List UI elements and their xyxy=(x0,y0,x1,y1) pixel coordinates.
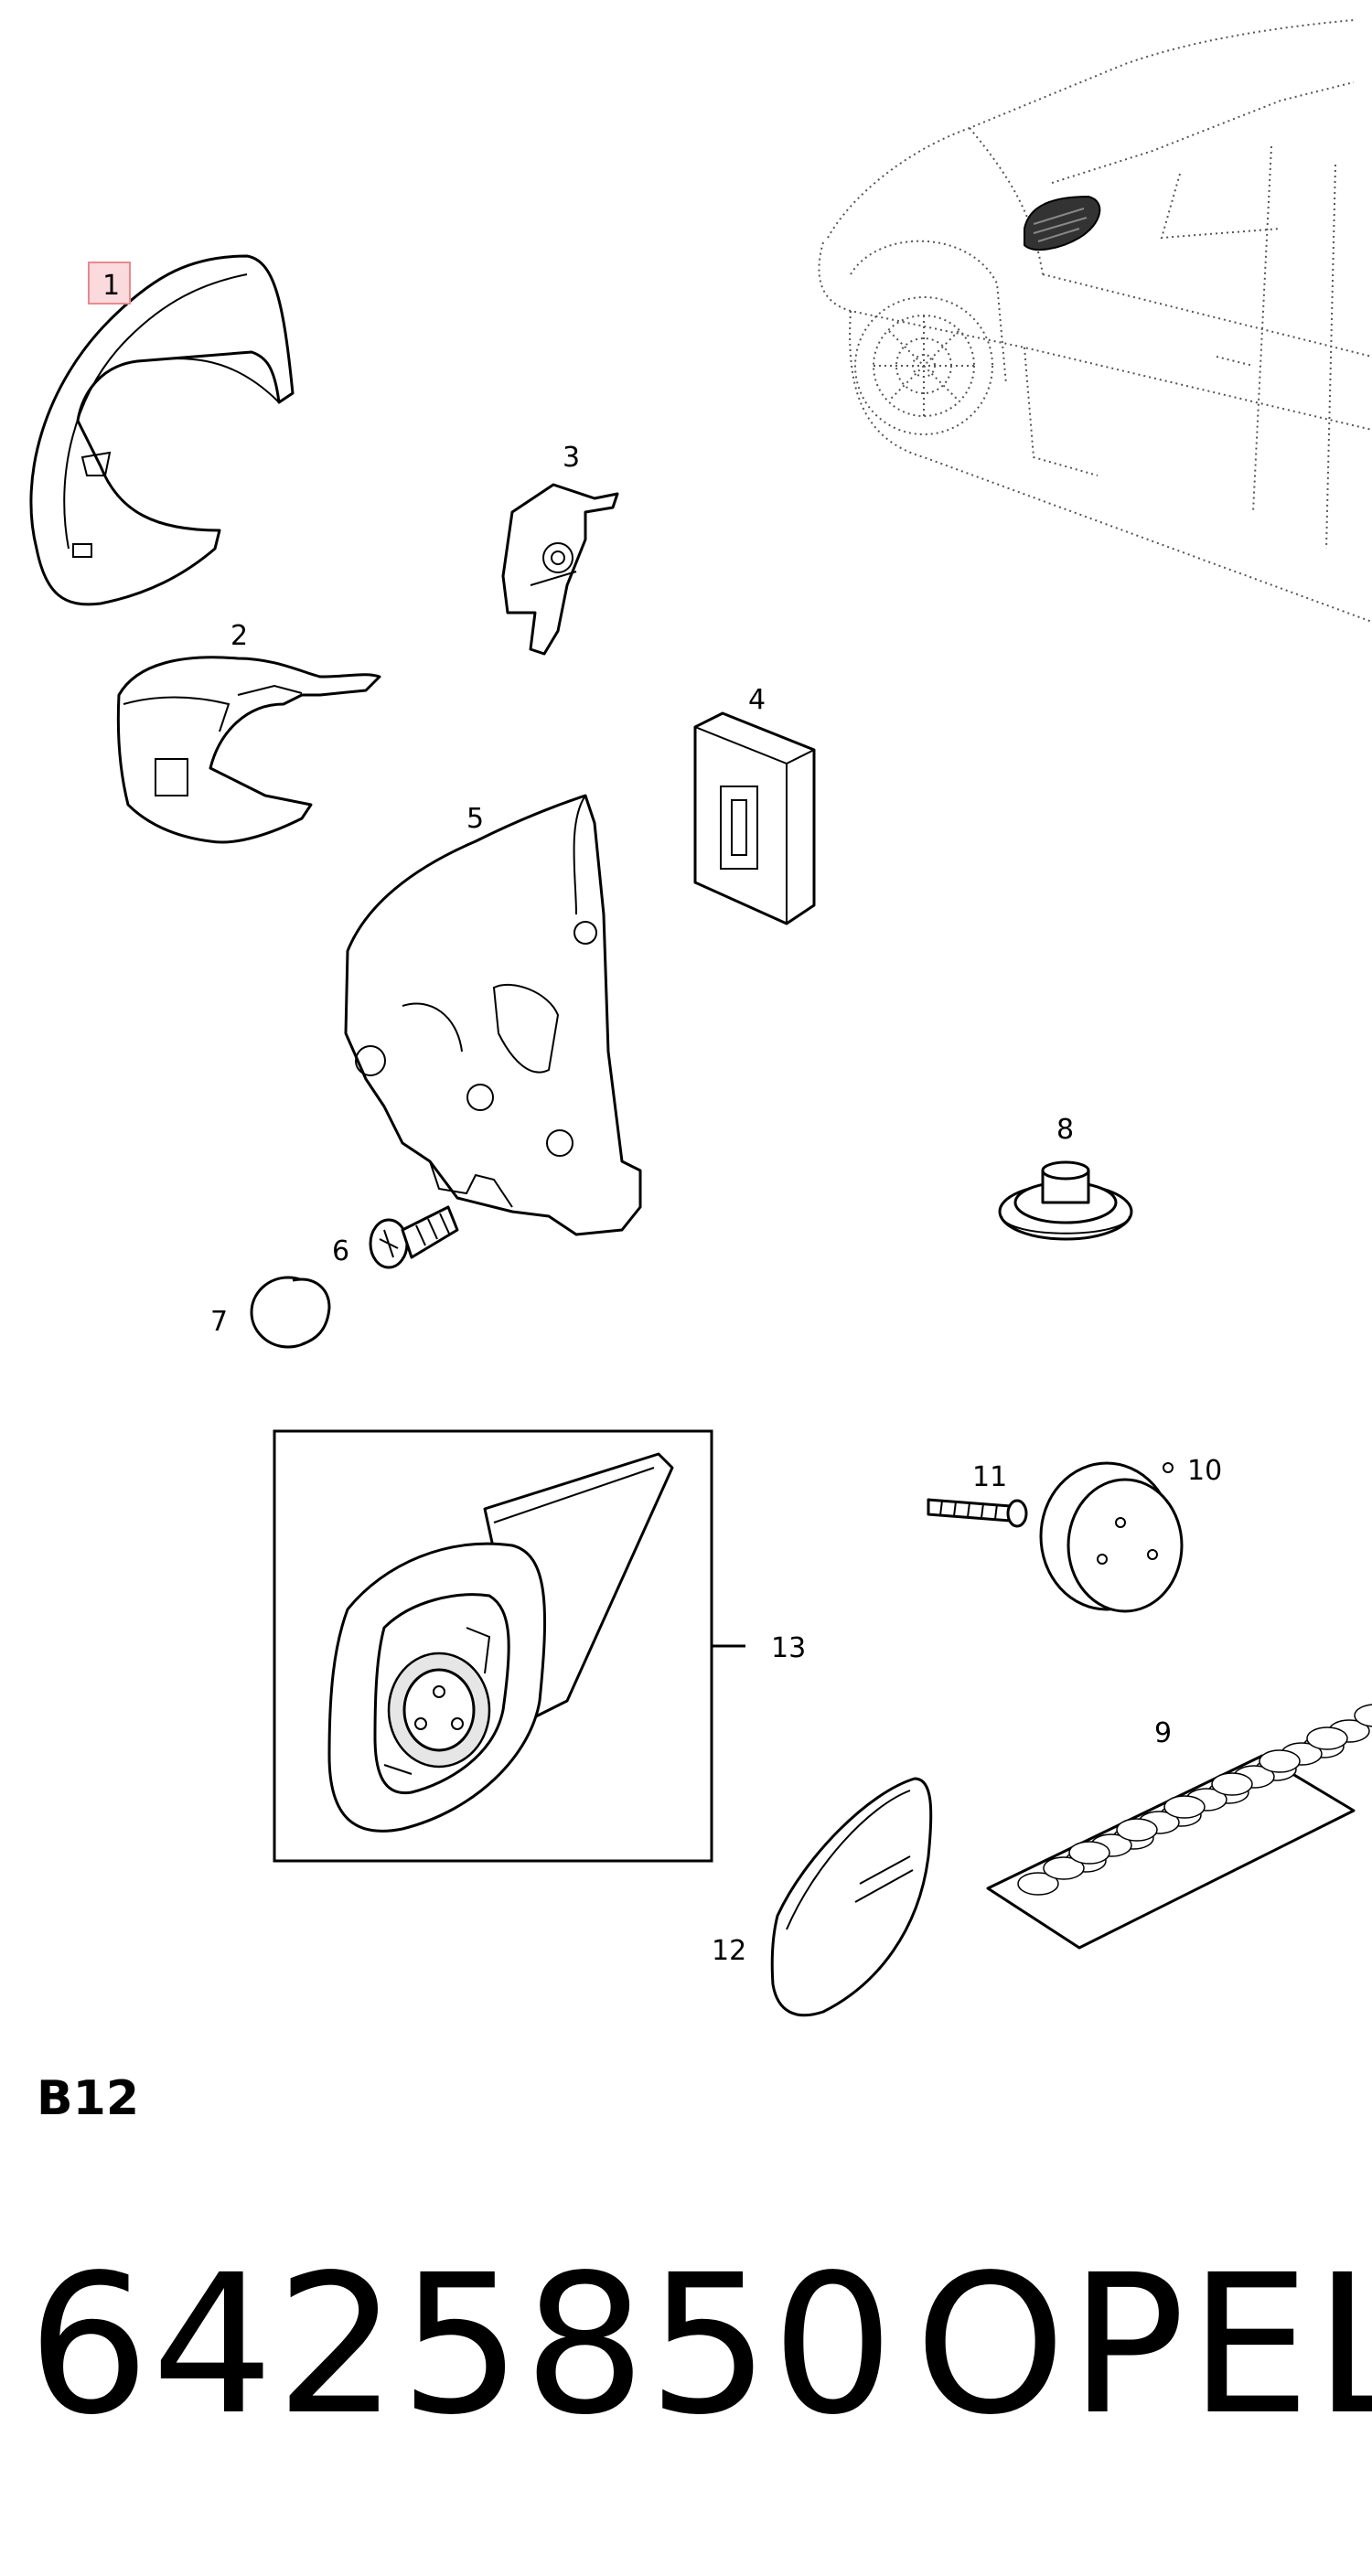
callout-10: 10 xyxy=(1187,1455,1222,1487)
adhesive-pad xyxy=(1043,1856,1085,1880)
part-13-mirror-assembly xyxy=(273,1429,745,1863)
callout-7: 7 xyxy=(210,1306,228,1338)
part-7-plug-cap xyxy=(250,1276,331,1349)
callout-2: 2 xyxy=(230,620,248,652)
callout-8: 8 xyxy=(1056,1114,1074,1146)
part-2-lower-housing xyxy=(116,656,381,844)
section-code: B12 xyxy=(37,2071,139,2126)
adhesive-pad xyxy=(1116,1818,1158,1842)
part-8-grommet xyxy=(998,1160,1133,1241)
callout-13: 13 xyxy=(771,1632,806,1664)
callout-11: 11 xyxy=(972,1461,1007,1493)
callout-9: 9 xyxy=(1154,1717,1172,1749)
adhesive-pad xyxy=(1211,1772,1253,1796)
callout-3: 3 xyxy=(563,442,580,474)
adhesive-pad xyxy=(1259,1749,1301,1773)
adhesive-pad xyxy=(1068,1841,1110,1865)
callout-5: 5 xyxy=(466,803,484,835)
callout-1: 1 xyxy=(102,270,120,302)
part-3-bracket xyxy=(501,483,619,656)
part-1-mirror-cap xyxy=(29,254,295,606)
part-5-mirror-base xyxy=(344,794,642,1236)
part-4-foam-block xyxy=(693,711,816,925)
part-number: 6425850 xyxy=(27,2233,896,2457)
callout-12: 12 xyxy=(712,1935,746,1967)
adhesive-pad xyxy=(1306,1726,1348,1750)
part-12-mirror-glass xyxy=(770,1777,933,2017)
adhesive-pad xyxy=(1163,1795,1206,1819)
car-outline xyxy=(818,19,1372,623)
part-11-screw xyxy=(927,1498,1028,1528)
callout-6: 6 xyxy=(332,1235,349,1267)
part-6-screw xyxy=(369,1205,459,1269)
brand-name: OPEL xyxy=(915,2233,1372,2457)
callout-4: 4 xyxy=(748,684,766,716)
part-10-motor-unit xyxy=(1039,1461,1184,1613)
adhesive-pad xyxy=(1017,1872,1059,1896)
part-9-adhesive-pads xyxy=(986,1704,1372,1950)
callout-1-highlight-box xyxy=(88,262,131,305)
adhesive-pad xyxy=(1354,1704,1372,1727)
